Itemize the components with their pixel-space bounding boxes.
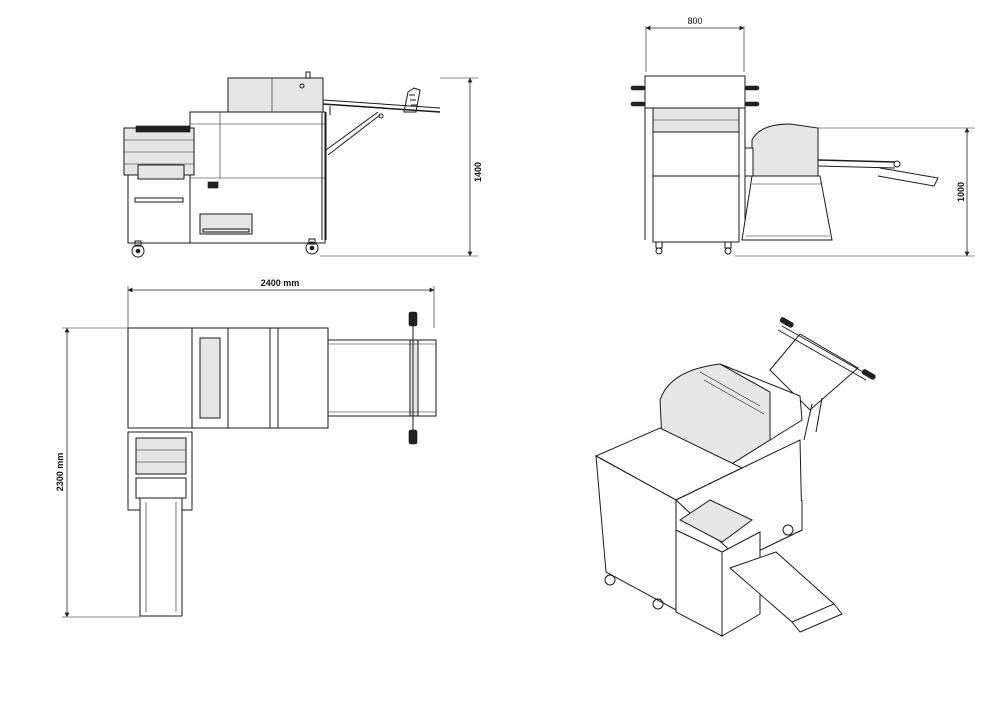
side-height-label: 1400 bbox=[473, 162, 483, 182]
front-height-label: 1000 bbox=[956, 182, 966, 202]
top-output-chute bbox=[139, 497, 183, 617]
iso-sub-unit-top bbox=[679, 499, 753, 543]
side-left-unit bbox=[127, 174, 191, 244]
top-width-label: 2400 mm bbox=[261, 278, 300, 288]
front-lower-section bbox=[652, 175, 740, 243]
front-middle-section bbox=[652, 131, 740, 177]
top-depth-label: 2300 mm bbox=[55, 453, 65, 492]
side-view: 1400 bbox=[123, 71, 483, 258]
front-width-label: 800 bbox=[687, 16, 702, 26]
front-side-unit-base bbox=[741, 175, 833, 241]
top-conveyor bbox=[327, 339, 437, 417]
iso-sub-unit-front bbox=[675, 529, 723, 637]
isometric-view bbox=[594, 317, 876, 637]
side-hood bbox=[227, 77, 324, 113]
front-view: 800 1000 bbox=[630, 16, 975, 257]
front-top-section bbox=[644, 75, 746, 109]
front-side-unit-top bbox=[751, 123, 819, 177]
side-drawer bbox=[199, 213, 253, 235]
top-view: 2400 mm 2300 mm bbox=[55, 278, 437, 618]
